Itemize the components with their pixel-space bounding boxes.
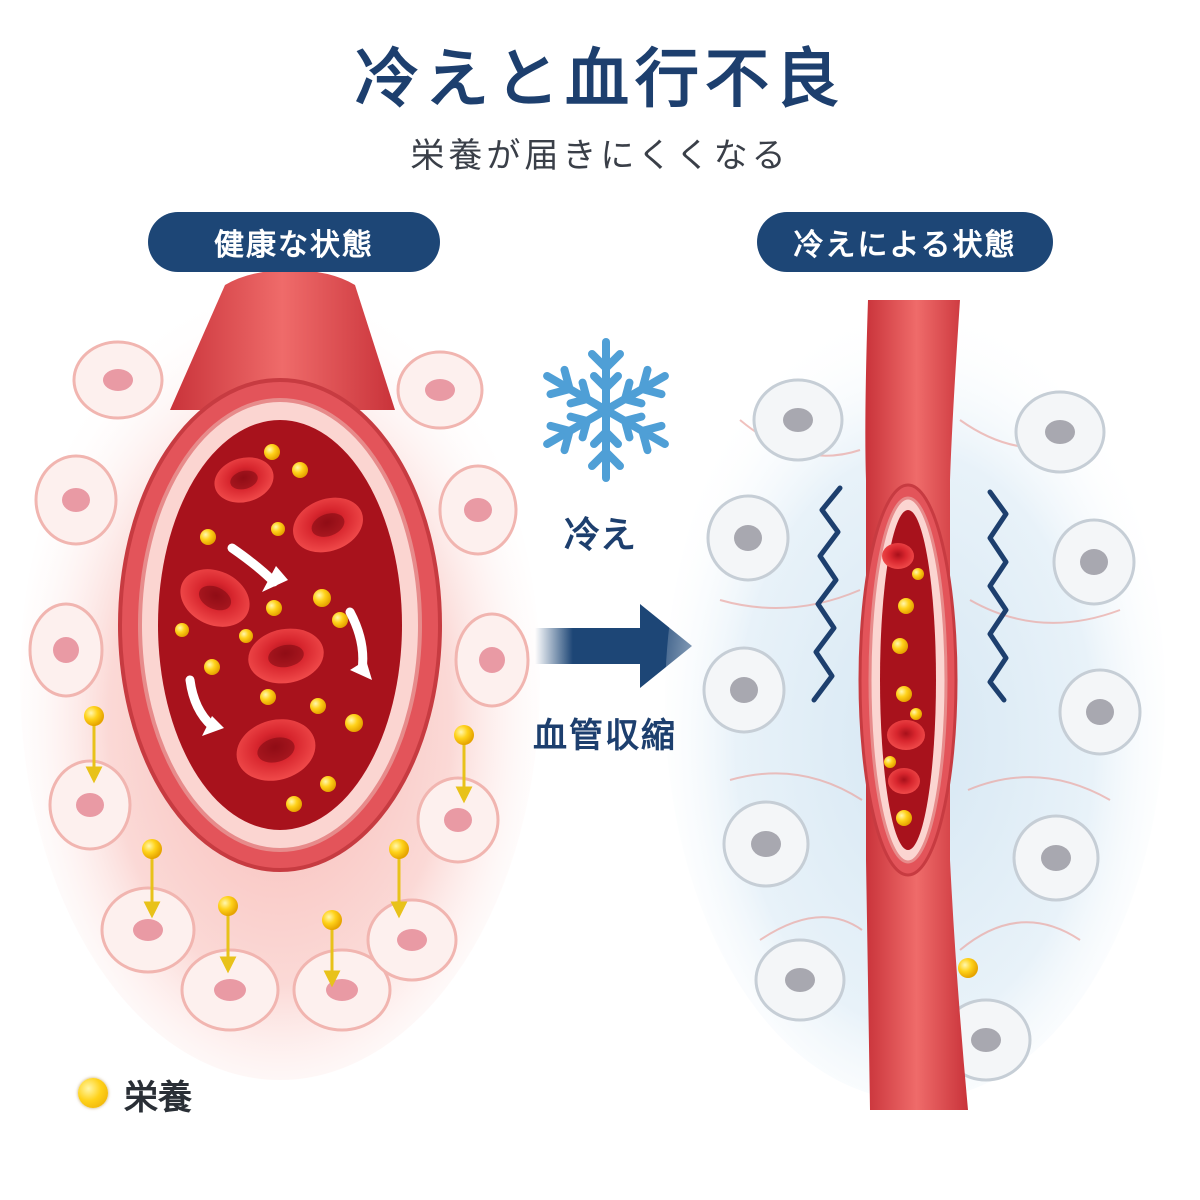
cold-panel: [665, 300, 1165, 1110]
healthy-rbc-centers: [198, 470, 345, 763]
blood-flow-arrowheads: [202, 566, 372, 736]
constriction-zigzag-right: [987, 489, 1009, 703]
nutrient-dot-icon: [78, 1078, 108, 1108]
cold-cell-nuclei: [730, 408, 1114, 1052]
healthy-state-label: 健康な状態: [148, 212, 440, 272]
page-subtitle: 栄養が届きにくくなる: [410, 136, 790, 176]
legend-nutrient-label: 栄養: [124, 1078, 192, 1118]
healthy-vessel-neck: [170, 270, 395, 410]
snowflake-icon: [543, 338, 669, 482]
stranded-nutrient-dot: [958, 958, 978, 978]
healthy-cell-nuclei: [53, 369, 505, 1001]
constriction-zigzag-left: [811, 485, 843, 703]
cold-nutrients-in-vessel: [884, 568, 924, 826]
cold-red-blood-cells: [882, 543, 925, 794]
right-arrow-icon: [535, 604, 692, 688]
healthy-panel: [20, 270, 540, 1080]
cold-label: 冷え: [563, 515, 636, 556]
page-title: 冷えと血行不良: [355, 43, 845, 117]
nutrient-delivery-arrows: [85, 724, 473, 988]
vasoconstriction-label: 血管収縮: [533, 716, 677, 756]
healthy-nutrients-in-vessel: [175, 444, 363, 812]
cold-state-label: 冷えによる状態: [757, 212, 1053, 272]
nutrient-dots-outside: [84, 706, 474, 930]
